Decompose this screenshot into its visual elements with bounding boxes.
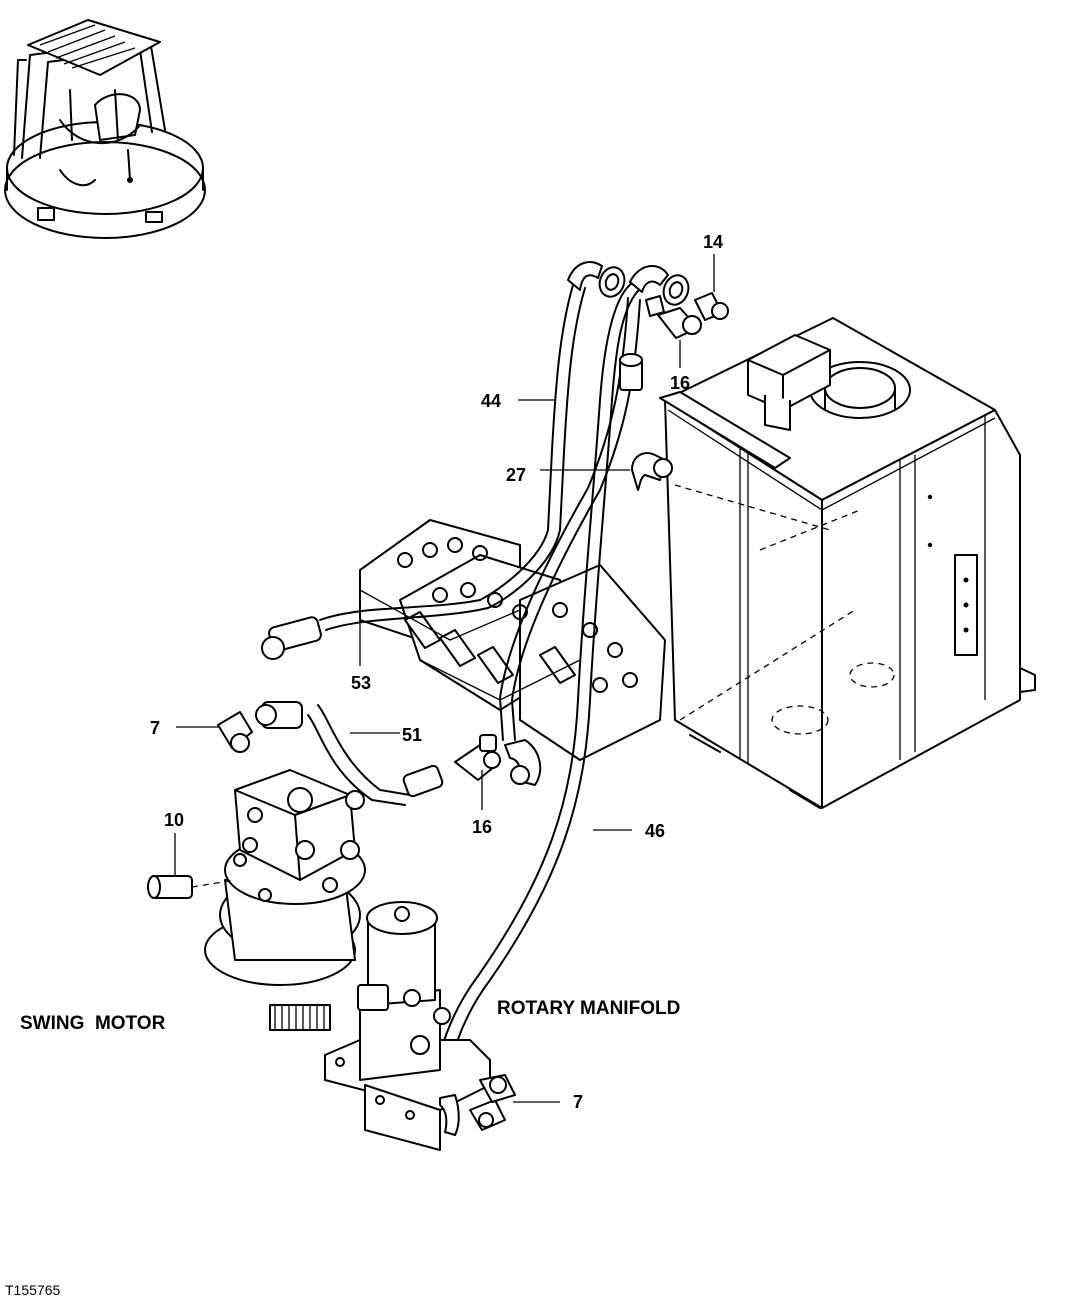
callout-14: 14 <box>703 232 723 252</box>
callout-7-bottom: 7 <box>573 1092 583 1112</box>
control-valve-bank <box>359 519 666 761</box>
callouts: 14 16 44 27 53 7 51 16 46 10 7 <box>150 232 723 1112</box>
callout-10: 10 <box>164 810 184 830</box>
swing-motor <box>147 769 366 1031</box>
callout-51: 51 <box>402 725 422 745</box>
callout-53: 53 <box>351 673 371 693</box>
callout-27: 27 <box>506 465 526 485</box>
callout-16-mid: 16 <box>472 817 492 837</box>
leader-lines <box>174 254 715 1103</box>
hoses <box>255 282 646 1091</box>
callout-44: 44 <box>481 391 501 411</box>
hydraulic-tank <box>659 317 1036 809</box>
callout-46: 46 <box>645 821 665 841</box>
figure-id: T155765 <box>5 1282 60 1298</box>
rotary-manifold <box>324 901 516 1151</box>
callout-7-left: 7 <box>150 718 160 738</box>
rotary-manifold-caption: ROTARY MANIFOLD <box>497 998 680 1019</box>
swing-motor-caption: SWING MOTOR <box>20 1013 166 1034</box>
callout-16-top: 16 <box>670 373 690 393</box>
excavator-locator-view <box>4 19 206 239</box>
top-fittings <box>567 261 729 491</box>
middle-fittings <box>217 711 542 786</box>
